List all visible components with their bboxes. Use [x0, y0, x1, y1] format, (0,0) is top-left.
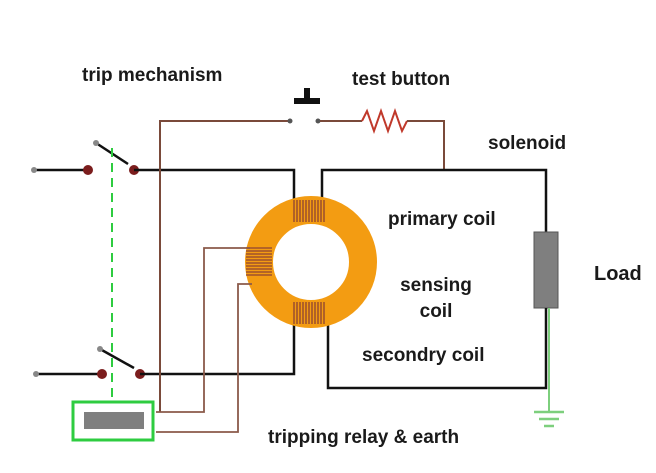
primary-coil-label: primary coil [388, 209, 496, 230]
test-resistor [361, 107, 408, 135]
secondary-coil-label: secondry coil [362, 345, 485, 366]
test-button-cap[interactable] [294, 98, 320, 104]
relay-armature [84, 412, 144, 429]
test-button-label: test button [352, 69, 451, 90]
load-wire-top [320, 168, 548, 232]
primary-winding-top [293, 200, 325, 222]
load-wire-bottom [326, 308, 548, 390]
sensing-lead-outer [156, 247, 250, 413]
switch-pivot-bottom [97, 346, 103, 352]
tripping-relay-label: tripping relay & earth [268, 427, 460, 448]
test-wire-left [159, 120, 288, 412]
sensing-winding-left [246, 247, 272, 276]
sensing-lead-inner [156, 283, 252, 433]
load-resistor [533, 231, 559, 309]
input-terminal-bottom [33, 371, 39, 377]
switch-contact-bottom-left [97, 369, 107, 379]
switch-pivot-top [93, 140, 99, 146]
secondary-winding-bottom [293, 302, 325, 324]
test-button-stem [304, 88, 310, 100]
sensing-coil-label-line1: sensing [400, 275, 472, 296]
test-contact-right [315, 118, 321, 124]
solenoid-label: solenoid [488, 133, 567, 154]
test-wire-right [407, 120, 445, 170]
primary-wire-bottom [140, 322, 296, 376]
test-contact-left [287, 118, 293, 124]
primary-wire-top [134, 168, 296, 202]
trip-mechanism-label: trip mechanism [82, 65, 223, 86]
input-terminal-top [31, 167, 37, 173]
toroid-core [245, 196, 377, 328]
sensing-coil-label-line2: coil [419, 301, 453, 322]
switch-blade-bottom [99, 347, 135, 370]
load-label: Load [594, 263, 642, 285]
switch-contact-top-left [83, 165, 93, 175]
